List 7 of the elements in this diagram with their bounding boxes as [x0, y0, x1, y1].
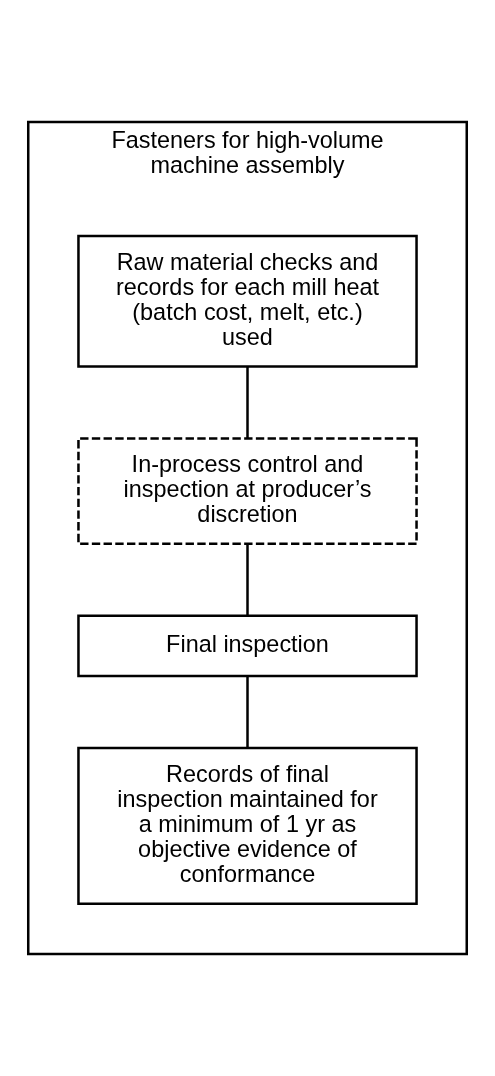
connector	[246, 366, 249, 439]
node-box: Raw material checks and records for each mill heat (batch cost, melt, etc.) used	[77, 234, 418, 368]
connector	[246, 544, 249, 616]
node-box: In-process control and inspection at producer’s discretion	[77, 437, 418, 546]
node-box: Final inspection	[77, 614, 418, 678]
connector	[246, 676, 249, 748]
node-box: Records of final inspection maintained for a minimum of 1 yr as objective evidence of conformance	[77, 746, 418, 905]
